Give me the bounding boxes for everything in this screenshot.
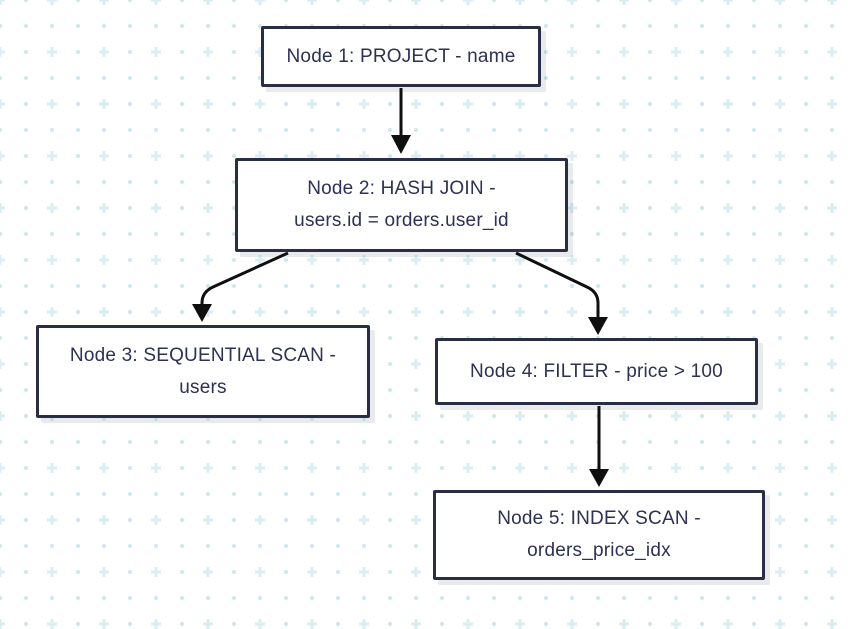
node-1-project-box[interactable]: Node 1: PROJECT - name — [261, 26, 541, 87]
edge-node4-node5 — [589, 406, 609, 487]
edge-node1-node2 — [391, 88, 411, 154]
node-2-hash-join-box[interactable]: Node 2: HASH JOIN - users.id = orders.us… — [235, 158, 568, 252]
edge-node2-node4 — [515, 251, 608, 335]
node-label-line: users.id = orders.user_id — [294, 210, 509, 231]
node-3-sequential-scan-box[interactable]: Node 3: SEQUENTIAL SCAN - users — [36, 325, 370, 418]
arrowhead-down-icon — [589, 469, 609, 487]
node-5-index-scan-box[interactable]: Node 5: INDEX SCAN - orders_price_idx — [433, 490, 765, 580]
edge-node2-node3 — [192, 251, 289, 322]
arrowhead-down-icon — [588, 317, 608, 335]
node-4-filter-box[interactable]: Node 4: FILTER - price > 100 — [435, 338, 758, 405]
node-label-line: users — [179, 376, 227, 398]
node-label-line: Node 1: PROJECT - name — [286, 45, 516, 67]
node-label-line: Node 5: INDEX SCAN - — [497, 508, 701, 529]
node-label-line: Node 3: SEQUENTIAL SCAN - — [69, 344, 337, 366]
node-label-line: orders_price_idx — [527, 540, 671, 561]
arrowhead-down-icon — [391, 135, 411, 154]
node-label-line: Node 4: FILTER - price > 100 — [470, 360, 723, 382]
node-label-line: Node 2: HASH JOIN - — [307, 178, 496, 199]
arrowhead-down-icon — [192, 304, 212, 322]
